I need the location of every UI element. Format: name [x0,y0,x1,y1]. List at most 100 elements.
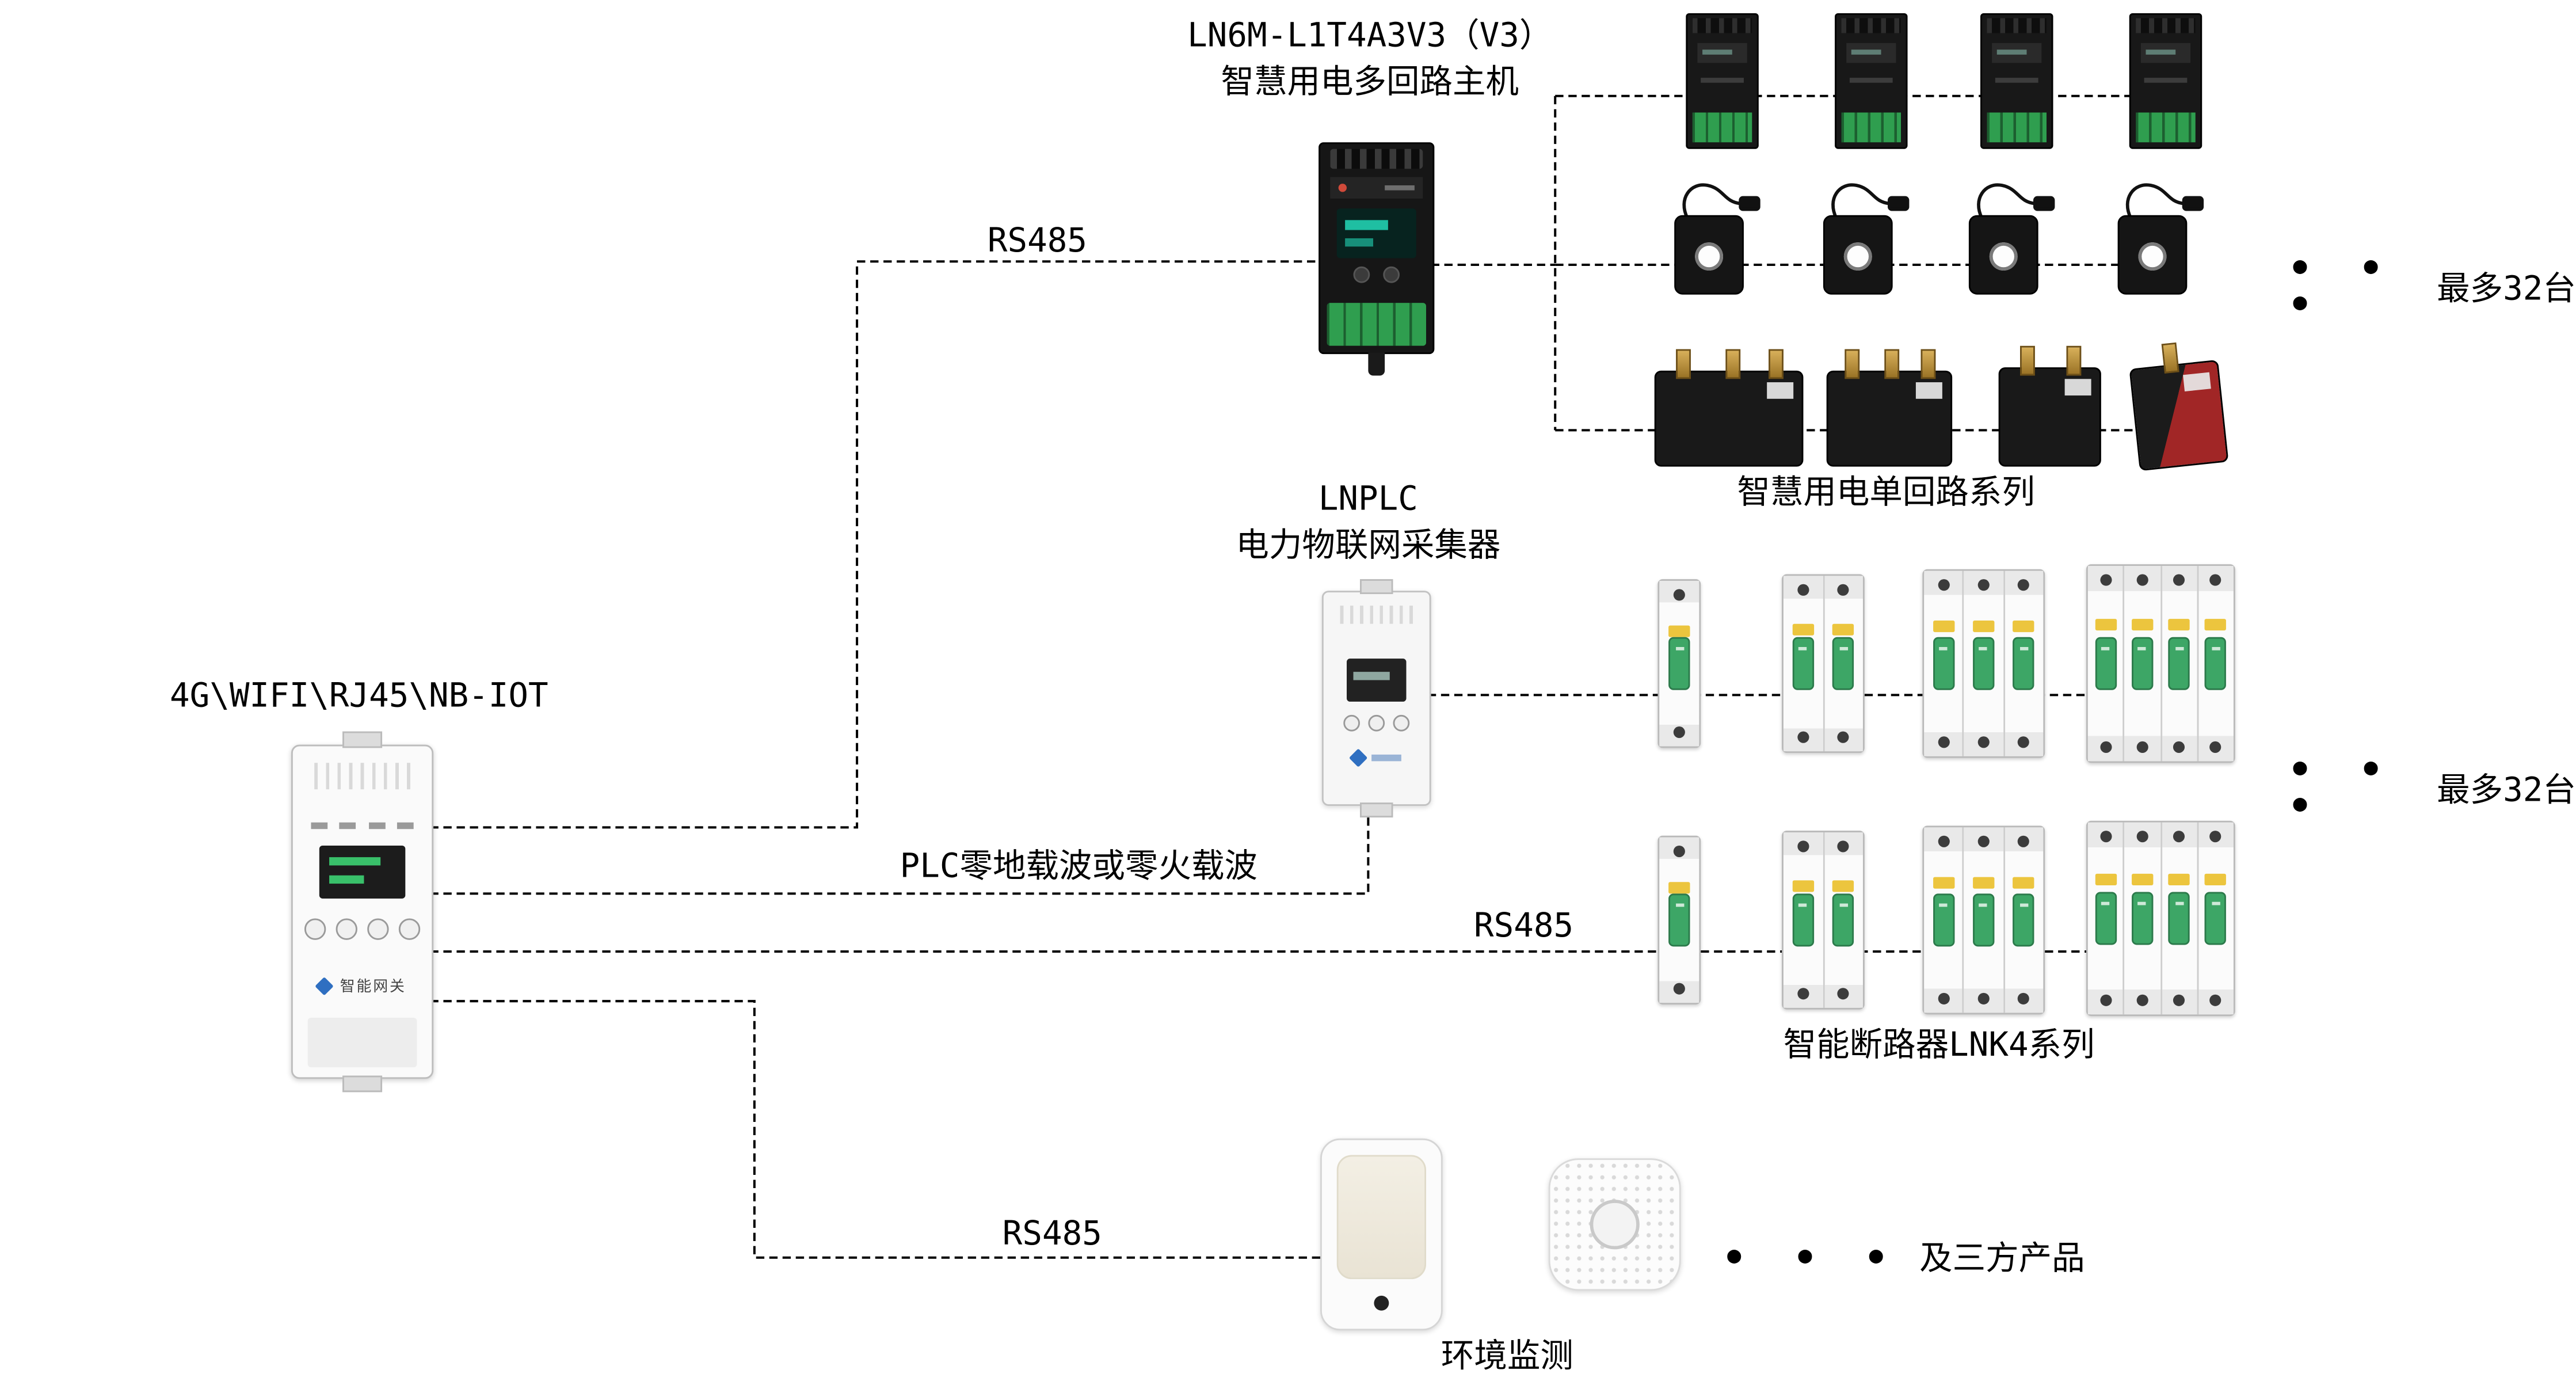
gateway-screen [319,845,406,899]
rating-sticker [2168,618,2190,630]
ct-current-sensor [1674,215,1744,295]
breaker-toggle [1832,893,1854,947]
breaker-pole [2005,570,2044,756]
breaker-pole [1824,576,1863,752]
ct-cable [1682,183,1741,219]
host-screen [1336,208,1416,258]
breaker-toggle [1933,893,1954,947]
breaker-series-label: 智能断路器LNK4系列 [1783,1024,2095,1064]
breaker-pole [2124,566,2162,762]
detector-center-ring [1590,1200,1640,1250]
ct-cable [2125,183,2185,219]
breaker-toggle [2131,892,2154,945]
breaker-toggle [1973,637,1995,690]
collector-screen [1347,659,1407,702]
breaker-toggle [2205,637,2227,690]
main-host-device [1319,142,1435,376]
single-loop-sensor-block [1654,349,1804,467]
third-party-label: 及三方产品 [1919,1238,2085,1278]
ellipsis-third-party: ● ● ● 及三方产品 [1727,1231,2085,1279]
smart-breaker-4p [2086,820,2235,1017]
breaker-pole [2005,827,2044,1013]
pir-lens [1336,1155,1426,1280]
breaker-toggle [2205,892,2227,945]
rating-sticker [2131,874,2154,886]
gateway-brand: 智能网关 [293,975,432,996]
pir-indicator [1374,1295,1389,1311]
motion-sensor-device [1320,1138,1443,1331]
smoke-detector-device [1548,1158,1681,1291]
smart-breaker-2p [1782,574,1865,753]
max-units-label-mid: 最多32台 [2437,768,2576,809]
breaker-toggle [2013,637,2035,690]
single-loop-module [2129,13,2202,149]
smart-breaker-4p [2086,564,2235,763]
ct-cable-plug [2033,196,2055,211]
rating-sticker [1973,621,1995,633]
collector-brand [1324,748,1430,767]
smart-gateway-device: 智能网关 [291,744,434,1079]
ct-current-sensor [1968,215,2038,295]
host-top-terminals [1330,149,1423,169]
breaker-toggle [1668,893,1690,947]
breaker-toggle [2094,892,2117,945]
rating-sticker [2013,621,2035,633]
rating-sticker [1933,621,1954,633]
breaker-pole [2198,566,2234,762]
breaker-pole [2087,566,2125,762]
gateway-buttons [293,918,432,940]
collector-device [1321,591,1431,806]
ct-cable [1831,183,1890,219]
smart-breaker-3p [1922,569,2045,758]
breaker-pole [2124,822,2162,1015]
breaker-toggle [2168,892,2190,945]
rating-sticker [1832,880,1854,892]
smart-breaker-3p [1922,825,2045,1015]
ct-current-sensor [2117,215,2188,295]
rating-sticker [1668,882,1690,894]
rating-sticker [2205,874,2227,886]
ellipsis-dots: ● ● ● [1727,1242,1905,1269]
breaker-toggle [1668,637,1690,690]
single-loop-sensor-block [1826,349,1953,467]
rating-sticker [2094,618,2117,630]
breaker-toggle [2168,637,2190,690]
wire-gateway-to-env [430,1000,1321,1259]
rating-sticker [2205,618,2227,630]
rs485-label-top: RS485 [987,220,1087,260]
ct-cable-plug [1739,196,1760,211]
ct-cable [1977,183,2036,219]
breaker-toggle [1973,893,1995,947]
collector-model-label: LNPLC [1318,478,1418,518]
wire-gateway-to-host [430,260,1319,829]
host-green-terminal [1327,303,1426,346]
single-loop-module [1686,13,1759,149]
env-monitor-label: 环境监测 [1441,1335,1573,1375]
breaker-toggle [2094,637,2117,690]
ellipsis-dots: ● ● ● [2293,253,2400,317]
breaker-pole [1924,570,1965,756]
ct-cable-plug [1888,196,1910,211]
rating-sticker [2168,874,2190,886]
plc-carrier-label: PLC零地载波或零火载波 [900,845,1257,885]
rs485-label-bottom: RS485 [1002,1213,1102,1253]
breaker-pole [2198,822,2234,1015]
ellipsis-max-units-mid: ● ● ● 最多32台 [2293,749,2576,822]
rating-sticker [1832,623,1854,635]
main-host-name-label: 智慧用电多回路主机 [1221,61,1519,101]
breaker-pole [2161,822,2198,1015]
ct-cable-plug [2182,196,2204,211]
rating-sticker [2131,618,2154,630]
breaker-toggle [1832,637,1854,690]
breaker-toggle [1792,637,1814,690]
breaker-pole [2161,566,2198,762]
rating-sticker [2094,874,2117,886]
smart-breaker-1p [1657,579,1701,748]
single-loop-module [1835,13,1908,149]
single-loop-sensor-block [1998,345,2101,467]
host-buttons [1320,266,1432,283]
collector-buttons [1324,714,1430,732]
collector-name-label: 电力物联网采集器 [1236,524,1501,565]
breaker-pole [1783,832,1824,1008]
gateway-terminal-cover [307,1017,417,1068]
